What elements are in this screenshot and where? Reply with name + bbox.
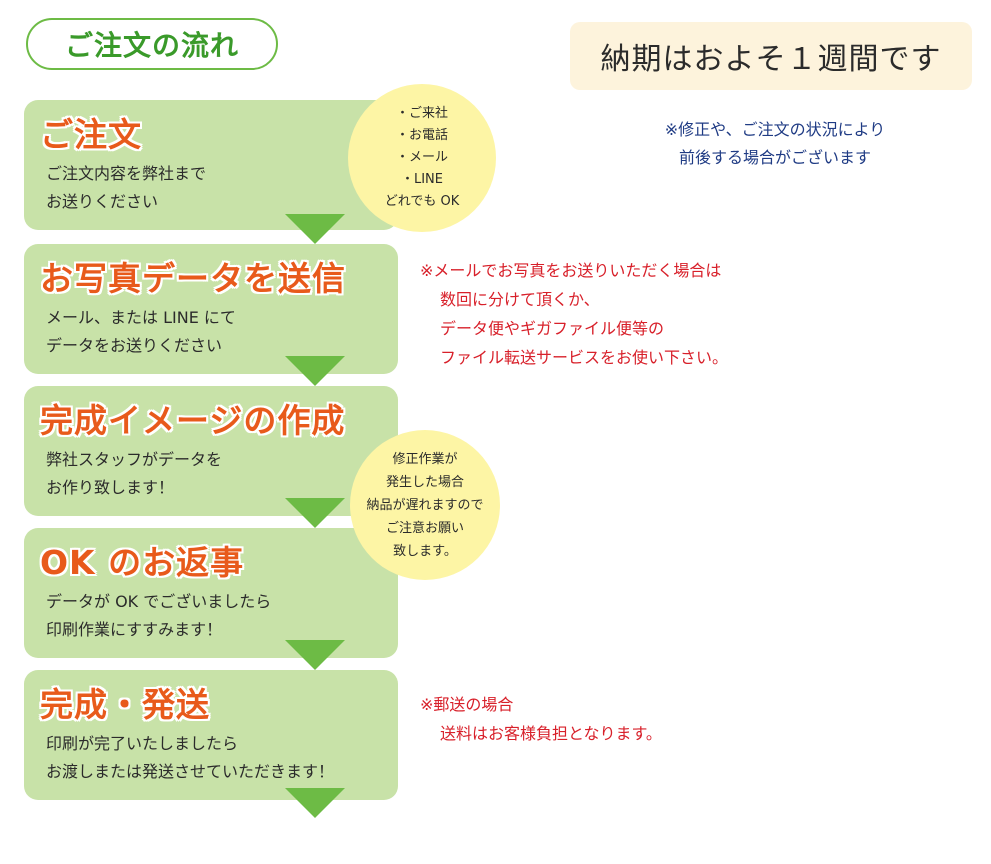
step-desc-line: お渡しまたは発送させていただきます！	[46, 762, 335, 781]
flow-title-badge: ご注文の流れ	[26, 18, 278, 70]
delivery-note-line: ※修正や、ご注文の状況により	[664, 120, 886, 139]
step-ok-reply: OK のお返事 データが OK でございましたら 印刷作業にすすみます！	[24, 528, 398, 658]
delivery-headline: 納期はおよそ１週間です	[600, 42, 942, 77]
photo-send-note: ※メールでお写真をお送りいただく場合は 数回に分けて頂くか、 データ便やギガファ…	[420, 256, 728, 372]
step-desc-line: 弊社スタッフがデータを	[46, 450, 223, 469]
step-send-photo: お写真データを送信 メール、または LINE にて データをお送りください	[24, 244, 398, 374]
photo-send-note-line: データ便やギガファイル便等の	[440, 319, 665, 338]
step-desc-line: お作り致します！	[46, 478, 175, 497]
delivery-time-box: 納期はおよそ１週間です	[570, 22, 972, 90]
step-title: OK のお返事	[40, 543, 245, 582]
step-title: お写真データを送信	[40, 259, 346, 298]
down-arrow-icon	[285, 498, 345, 528]
step-title: 完成イメージの作成	[40, 401, 346, 440]
revision-note-line: 修正作業が	[392, 451, 458, 467]
photo-send-note-line: 数回に分けて頂くか、	[440, 290, 600, 309]
revision-note-line: ご注意お願い	[385, 520, 464, 536]
down-arrow-icon	[285, 640, 345, 670]
step-description: ご注文内容を弊社まで お送りください	[46, 160, 206, 216]
contact-method-ok: どれでも OK	[384, 194, 460, 209]
contact-method: ・LINE	[400, 172, 443, 187]
photo-send-note-line: ファイル転送サービスをお使い下さい。	[440, 348, 729, 367]
step-description: メール、または LINE にて データをお送りください	[46, 304, 236, 360]
step-desc-line: データをお送りください	[46, 336, 223, 355]
delivery-note-line: 前後する場合がございます	[678, 148, 871, 167]
revision-note-line: 発生した場合	[385, 474, 464, 490]
step-description: データが OK でございましたら 印刷作業にすすみます！	[46, 588, 271, 644]
contact-method: ・ご来社	[395, 106, 448, 121]
contact-methods-bubble: ・ご来社 ・お電話 ・メール ・LINE どれでも OK	[348, 84, 496, 232]
step-complete-ship: 完成・発送 印刷が完了いたしましたら お渡しまたは発送させていただきます！	[24, 670, 398, 800]
step-order: ご注文 ご注文内容を弊社まで お送りください	[24, 100, 398, 230]
flow-title: ご注文の流れ	[64, 29, 239, 62]
delivery-note: ※修正や、ご注文の状況により 前後する場合がございます	[590, 116, 960, 172]
step-desc-line: メール、または LINE にて	[46, 308, 236, 327]
revision-note-bubble: 修正作業が 発生した場合 納品が遅れますので ご注意お願い 致します。	[350, 430, 500, 580]
down-arrow-icon	[285, 214, 345, 244]
revision-note-line: 納品が遅れますので	[366, 497, 484, 513]
step-desc-line: データが OK でございましたら	[46, 592, 272, 611]
down-arrow-icon	[285, 356, 345, 386]
revision-note-line: 致します。	[393, 543, 457, 559]
photo-send-note-line: ※メールでお写真をお送りいただく場合は	[420, 261, 722, 280]
shipping-note-line: 送料はお客様負担となります。	[440, 724, 662, 743]
step-description: 弊社スタッフがデータを お作り致します！	[46, 446, 222, 502]
step-desc-line: 印刷が完了いたしましたら	[46, 734, 239, 753]
contact-method: ・お電話	[395, 128, 448, 143]
step-create-image: 完成イメージの作成 弊社スタッフがデータを お作り致します！	[24, 386, 398, 516]
step-desc-line: 印刷作業にすすみます！	[46, 620, 223, 639]
shipping-note: ※郵送の場合 送料はお客様負担となります。	[420, 690, 662, 748]
shipping-note-line: ※郵送の場合	[420, 695, 514, 714]
step-description: 印刷が完了いたしましたら お渡しまたは発送させていただきます！	[46, 730, 334, 786]
step-desc-line: ご注文内容を弊社まで	[46, 164, 207, 183]
step-title: ご注文	[40, 115, 142, 154]
down-arrow-icon	[285, 788, 345, 818]
step-desc-line: お送りください	[46, 192, 159, 211]
contact-method: ・メール	[395, 150, 448, 165]
step-title: 完成・発送	[40, 685, 210, 724]
